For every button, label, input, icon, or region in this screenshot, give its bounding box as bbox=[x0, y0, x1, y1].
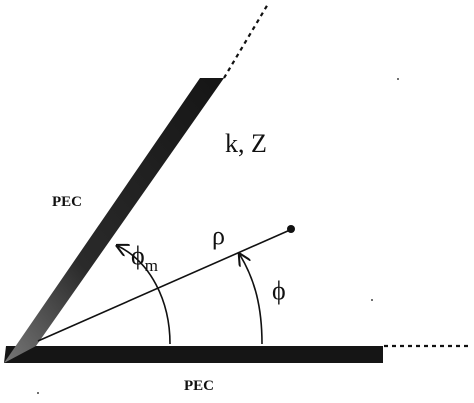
lower-pec-wall bbox=[4, 346, 383, 363]
radial-line bbox=[37, 229, 291, 342]
wedge-angle-subscript: m bbox=[145, 256, 158, 275]
scan-speck bbox=[371, 299, 373, 301]
radial-label: ρ bbox=[212, 221, 225, 250]
wedge-angle-symbol: ϕ bbox=[131, 241, 145, 270]
wedge-angle-label: ϕm bbox=[131, 241, 158, 275]
scan-speck bbox=[37, 392, 39, 394]
scan-speck bbox=[397, 78, 399, 80]
upper-pec-wall bbox=[4, 78, 224, 363]
wedge-angle-arc bbox=[118, 246, 171, 345]
upper-wall-label: PEC bbox=[52, 194, 82, 210]
observation-angle-arc bbox=[240, 255, 263, 345]
upper-wall-dashed-extension bbox=[223, 3, 269, 79]
medium-label: k, Z bbox=[225, 129, 267, 158]
observation-angle-label: ϕ bbox=[272, 276, 286, 305]
observation-point bbox=[287, 225, 295, 233]
lower-wall-label: PEC bbox=[184, 378, 214, 394]
